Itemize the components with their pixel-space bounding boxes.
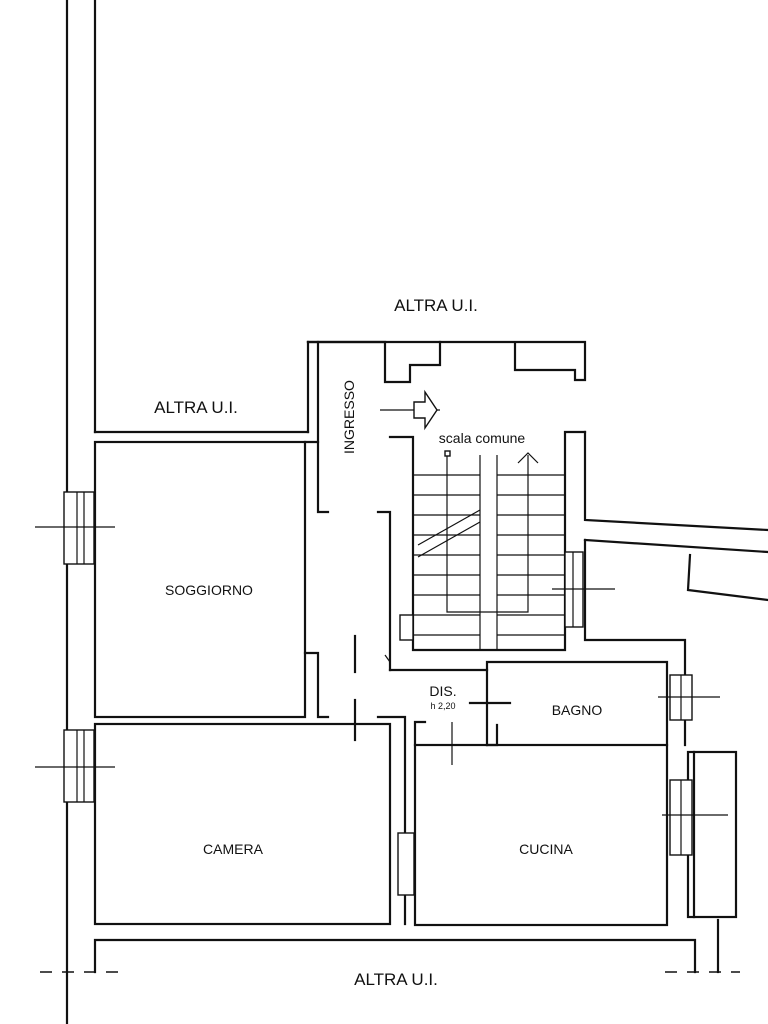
stair-arrow	[517, 452, 539, 464]
stair-core-top	[306, 340, 587, 382]
soggiorno-door-jamb	[303, 651, 330, 719]
window-soggiorno	[35, 491, 115, 565]
entrance-arrow-icon	[380, 389, 440, 431]
label-dis-height: h 2,20	[430, 701, 455, 711]
label-cucina: CUCINA	[519, 841, 573, 857]
label-soggiorno: SOGGIORNO	[165, 582, 253, 598]
label-camera: CAMERA	[203, 841, 264, 857]
stair-break-line-2	[417, 509, 481, 546]
label-dis: DIS.	[429, 683, 456, 699]
bottom-neighbour	[93, 938, 697, 974]
ingresso-wall-left	[303, 440, 330, 514]
stair-start-marker	[444, 450, 451, 457]
right-wall-upper	[583, 430, 768, 532]
label-altra-top: ALTRA U.I.	[394, 296, 478, 315]
entry-door-mark	[384, 654, 391, 663]
right-neighbour-outline	[686, 553, 768, 602]
window-cucina	[662, 779, 728, 856]
label-scala-comune: scala comune	[439, 430, 526, 446]
label-altra-bottom: ALTRA U.I.	[354, 970, 438, 989]
label-altra-left: ALTRA U.I.	[154, 398, 238, 417]
bagno-door-jamb	[485, 723, 499, 747]
window-camera	[35, 729, 115, 803]
stair-steps	[413, 474, 565, 636]
stair-landing-box	[399, 614, 414, 641]
stair-well	[388, 430, 587, 652]
label-ingresso: INGRESSO	[341, 380, 357, 454]
camera-wardrobe	[397, 832, 415, 896]
soggiorno-room	[93, 440, 307, 719]
right-wall-middle	[583, 538, 768, 554]
room-labels: ALTRA U.I. ALTRA U.I. ALTRA U.I. INGRESS…	[154, 296, 602, 989]
stair-walk-line	[446, 455, 529, 613]
balcony	[686, 750, 738, 919]
shared-staircase	[413, 450, 565, 650]
window-stair	[552, 551, 615, 628]
stair-core-notch	[306, 340, 442, 384]
windows	[35, 491, 728, 896]
doors	[353, 634, 512, 765]
stair-wall-left	[376, 510, 392, 672]
cucina-door-jamb	[413, 720, 427, 747]
stair-break-line-1	[417, 521, 481, 558]
label-bagno: BAGNO	[552, 702, 603, 718]
window-bagno	[658, 674, 720, 721]
camera-room	[93, 722, 392, 926]
cucina-room	[413, 743, 669, 927]
